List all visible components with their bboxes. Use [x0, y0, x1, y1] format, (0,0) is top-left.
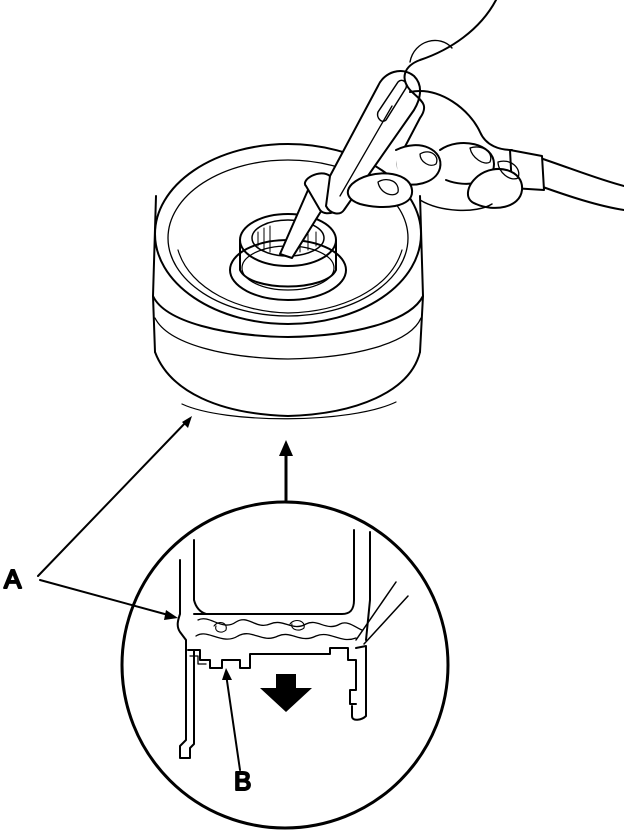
oil-passage-lower [195, 633, 357, 641]
finger-2-nail [377, 178, 399, 196]
piston-b [187, 647, 357, 705]
hub-body [239, 239, 337, 288]
drum-assembly [152, 143, 424, 420]
up-arrow [279, 440, 293, 502]
finger-1-nail [419, 151, 438, 166]
drum-bottom-rim [154, 351, 421, 417]
leader-lines-a [37, 416, 192, 620]
finger-1 [395, 144, 442, 186]
finger-2 [346, 172, 414, 209]
gun-slot [376, 79, 408, 123]
section-top-web [193, 529, 355, 615]
label-b: B [234, 766, 251, 796]
drum-top-rim-inner [167, 159, 409, 317]
finger-4 [467, 167, 524, 209]
gun-body [325, 70, 421, 215]
section-left-wall [176, 559, 195, 759]
finger-4-nail [497, 160, 520, 180]
detail-view [120, 500, 450, 830]
drum-inner-step [177, 249, 403, 314]
drum-side-left [152, 195, 157, 353]
drum-bottom-edge [181, 401, 397, 420]
label-a: A [4, 564, 22, 594]
down-arrow-icon [260, 674, 312, 712]
drum-side-right [419, 195, 424, 353]
hand-knuckle [409, 39, 453, 63]
hand [346, 0, 524, 212]
detail-circle [120, 500, 450, 830]
seal-lines [355, 581, 409, 645]
section-right-outer [365, 531, 371, 641]
hand-palm [409, 90, 513, 151]
oil-passage [197, 618, 363, 631]
section-right-wall [351, 645, 367, 721]
thumb [419, 199, 493, 212]
drum-groove-lower [154, 317, 422, 360]
drum-groove-upper [152, 295, 424, 338]
section-inner-vertical [193, 539, 207, 615]
piston-b-inner [189, 655, 207, 665]
leader-line-b [225, 673, 241, 771]
gun-ridge [339, 105, 393, 197]
drum-top-rim-outer [154, 143, 422, 325]
oil-swirl-2 [289, 619, 305, 631]
air-hose-lower [539, 185, 624, 211]
hub-top [239, 213, 337, 267]
oil-swirl-1 [213, 621, 227, 633]
finger-3-nail [469, 146, 492, 164]
air-hose-upper [539, 157, 624, 187]
